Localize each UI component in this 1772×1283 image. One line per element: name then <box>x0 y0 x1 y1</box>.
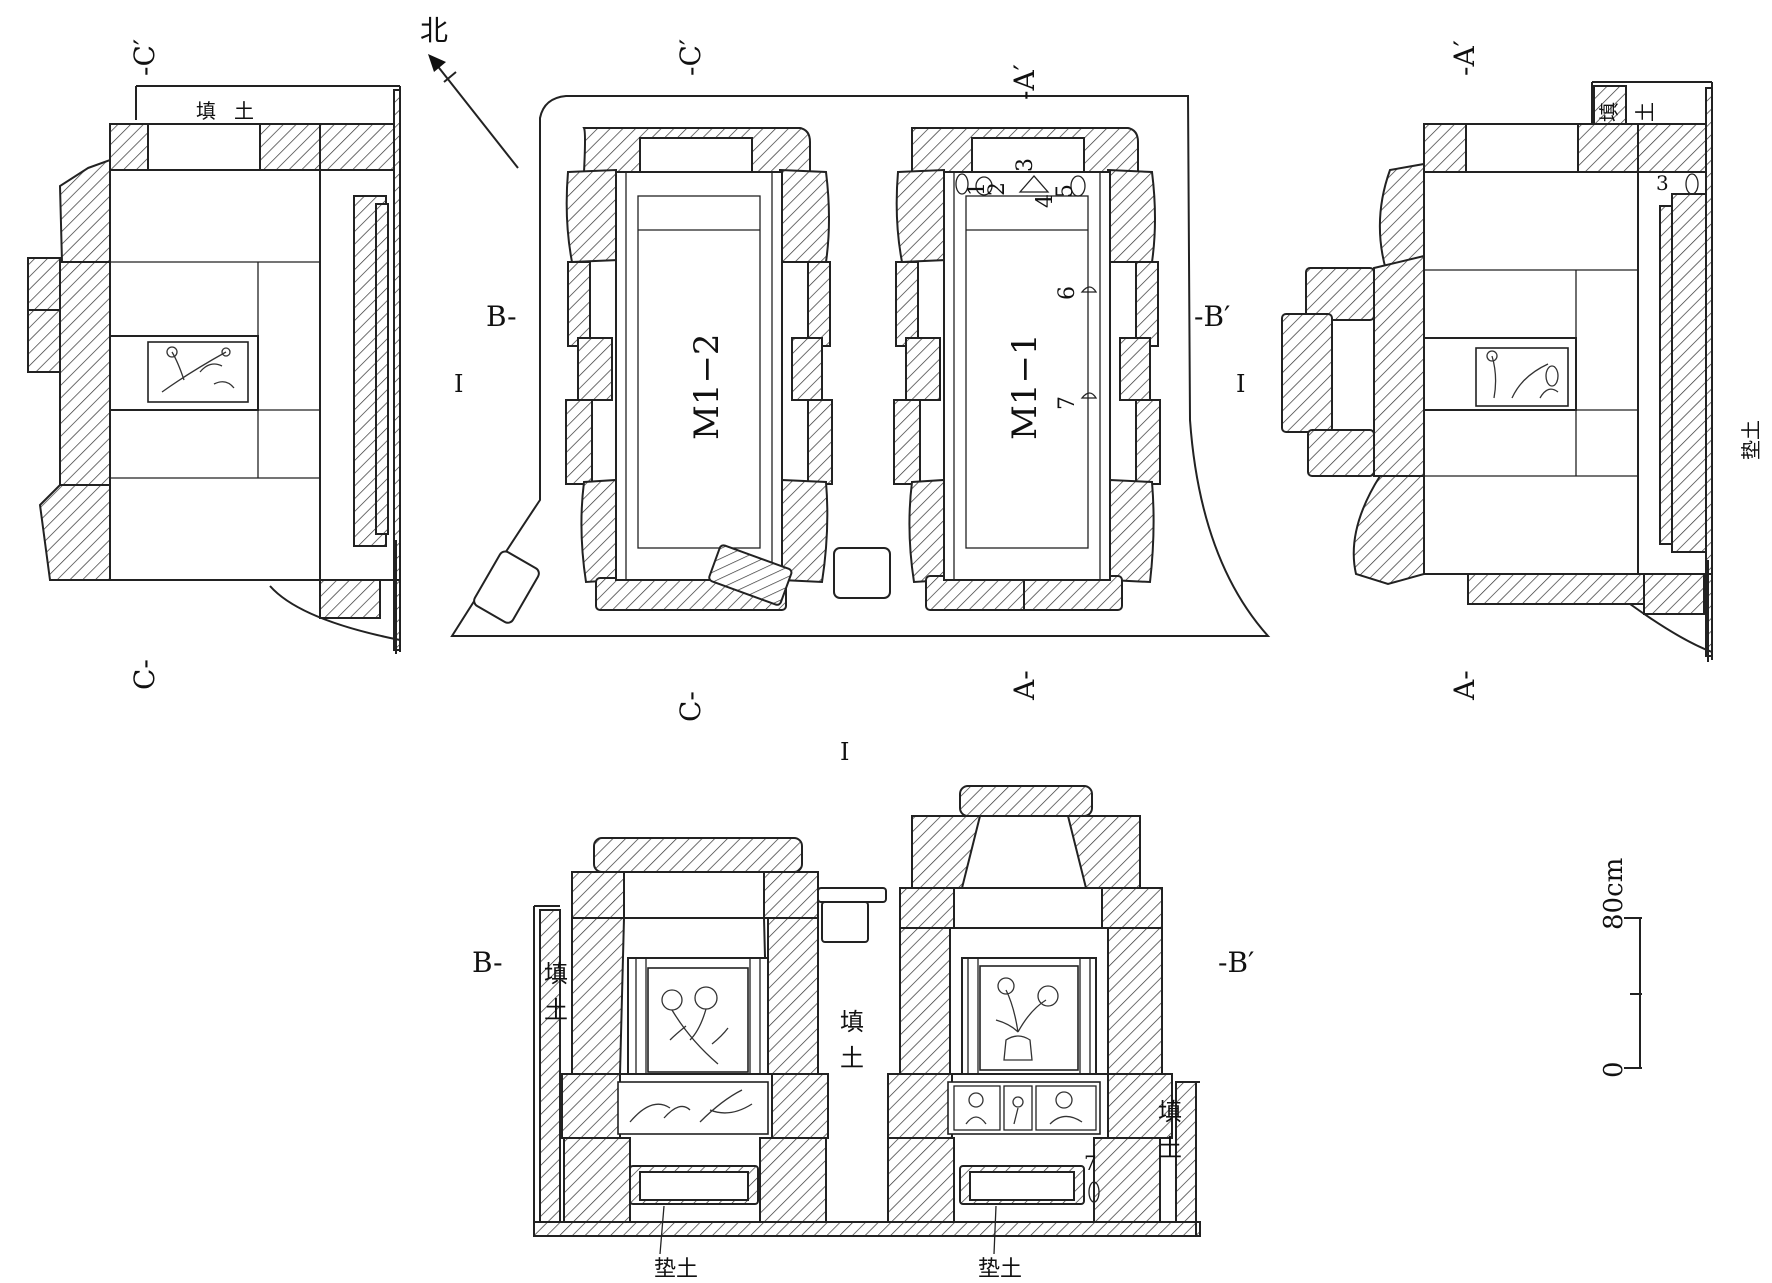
section-label-a-plan: A- <box>1008 670 1041 701</box>
bedding-label-section-a: 垫土 <box>1739 420 1763 460</box>
artifact-label-7-section: 7 <box>1084 1151 1097 1175</box>
tomb-m1-1-plan: M1−1 1 2 3 4 5 6 7 <box>893 127 1161 611</box>
tomb-label-m1-2: M1−2 <box>687 333 727 440</box>
section-label-a-right: A- <box>1448 670 1481 701</box>
fill-label-tu-left: 土 <box>544 996 568 1024</box>
section-label-a-prime-right: -A′ <box>1448 40 1481 76</box>
section-label-b-plan: B- <box>486 300 517 333</box>
bedding-label-right: 垫土 <box>978 1257 1022 1282</box>
fill-label-tian-center: 填 <box>840 1008 864 1036</box>
fill-label-tu-center: 土 <box>840 1044 864 1072</box>
artifact-label-7: 7 <box>1055 396 1080 410</box>
section-label-b-bottom: B- <box>472 946 503 979</box>
fill-label-tu-right: 土 <box>1158 1134 1182 1162</box>
tomb-m1-2-plan: M1−2 <box>473 127 833 624</box>
fill-label-tu-section-a: 土 <box>1633 102 1657 122</box>
fill-label-tian: 填 <box>196 99 216 123</box>
section-b-b: 7 填 土 填 土 填 土 垫土 垫土 B- -B′ <box>472 785 1254 1282</box>
fill-label-tu: 土 <box>234 99 254 123</box>
artifact-label-4: 4 <box>1033 194 1058 208</box>
plan-view: M1−2 <box>450 39 1271 766</box>
section-label-b-prime-bottom: -B′ <box>1218 946 1254 979</box>
section-a-a: 3 填 土 垫土 -A′ A- <box>1281 40 1763 701</box>
section-label-c-prime-top-left: -C′ <box>128 39 161 76</box>
artifact-label-2: 2 <box>985 182 1010 196</box>
north-label: 北 <box>420 14 448 47</box>
fill-label-tian-right: 填 <box>1158 1098 1182 1126</box>
north-arrow: 北 <box>420 14 519 169</box>
tick-mark-center: I <box>840 738 849 766</box>
artifact-label-3: 3 <box>1013 158 1038 172</box>
artifact-label-1: 1 <box>965 182 990 196</box>
scale-label-80cm: 80cm <box>1599 858 1629 930</box>
section-label-c-prime-plan: -C′ <box>674 39 707 76</box>
artifact-label-5: 5 <box>1053 184 1078 198</box>
artifact-label-3-section: 3 <box>1656 171 1669 195</box>
fill-label-tian-section-a: 填 <box>1597 102 1621 122</box>
tomb-label-m1-1: M1−1 <box>1005 333 1045 440</box>
scale-label-zero: 0 <box>1599 1061 1629 1078</box>
tick-mark-left: I <box>454 370 463 398</box>
section-label-b-prime-plan: -B′ <box>1194 300 1230 333</box>
tick-mark-right: I <box>1236 370 1245 398</box>
section-label-a-prime-plan: -A′ <box>1008 64 1041 100</box>
artifact-label-6: 6 <box>1055 286 1080 300</box>
section-c-c: 填 土 -C′ C- <box>27 39 401 690</box>
section-label-c-plan: C- <box>674 691 707 722</box>
fill-label-tian-left: 填 <box>544 960 568 988</box>
scale-bar: 80cm 0 <box>1599 858 1642 1078</box>
section-label-c-bottom-left: C- <box>128 659 161 690</box>
bedding-label-left: 垫土 <box>654 1257 698 1282</box>
